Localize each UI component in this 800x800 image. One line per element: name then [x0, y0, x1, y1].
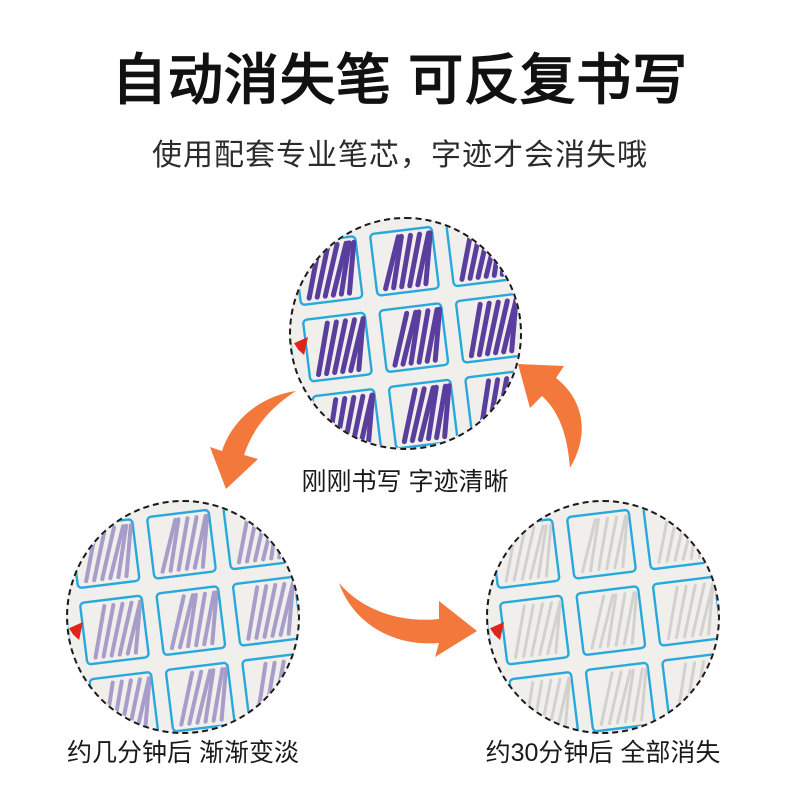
- stage-image-gone: [486, 500, 720, 734]
- stage-image-fading: [66, 500, 300, 734]
- grid-paper-fresh: [291, 219, 520, 448]
- arrow-gone-to-fresh: [498, 352, 608, 472]
- caption-stage-fresh: 刚刚书写 字迹清晰: [301, 468, 509, 496]
- caption-stage-gone: 约30分钟后 全部消失: [485, 739, 721, 767]
- notebook-grid-gone: [488, 502, 718, 732]
- notebook-grid-fading: [68, 502, 298, 732]
- page-subtitle: 使用配套专业笔芯，字迹才会消失哦: [152, 139, 648, 172]
- grid-paper-fading: [68, 502, 298, 732]
- page-title: 自动消失笔 可反复书写: [111, 49, 689, 111]
- curved-arrow-icon: [339, 583, 477, 657]
- notebook-grid-fresh: [291, 219, 520, 448]
- stage-image-fresh: [289, 217, 522, 450]
- grid-paper-gone: [488, 502, 718, 732]
- curved-arrow-icon: [518, 364, 582, 468]
- curved-arrow-icon: [210, 391, 296, 489]
- arrow-fading-to-gone: [335, 575, 480, 665]
- arrow-fresh-to-fading: [200, 385, 310, 495]
- caption-stage-fading: 约几分钟后 渐渐变淡: [67, 739, 299, 767]
